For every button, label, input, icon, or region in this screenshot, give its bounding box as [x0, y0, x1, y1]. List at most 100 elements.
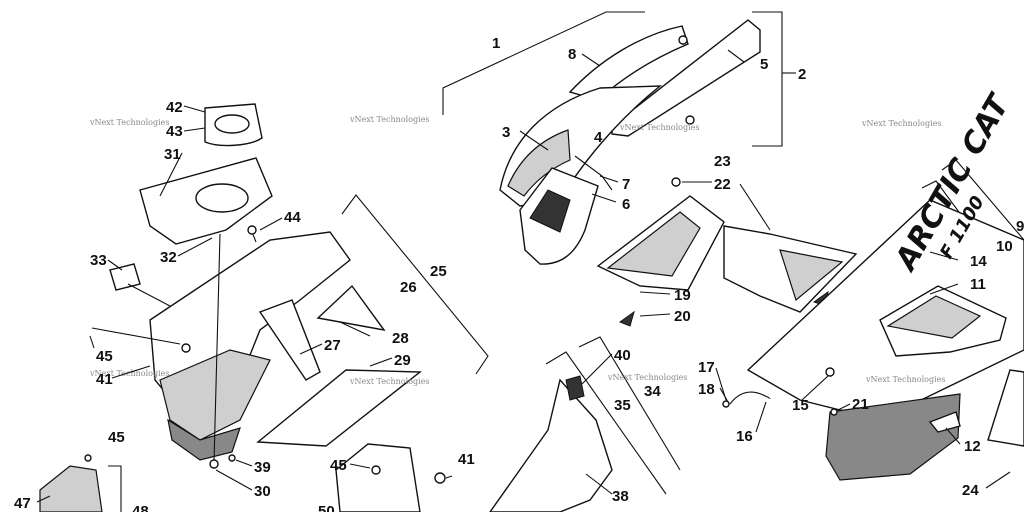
watermark-7: vNext Technologies	[607, 373, 687, 382]
callout-18: 18	[698, 381, 715, 398]
part-40-clip	[565, 375, 585, 401]
part-38-panel	[489, 378, 613, 512]
fastener-hood-right	[685, 115, 695, 125]
leader-19	[639, 291, 671, 295]
callout-43: 43	[166, 123, 183, 140]
part-19-vent-mesh	[606, 211, 701, 277]
leader-29	[369, 357, 393, 367]
callout-11: 11	[970, 276, 986, 293]
callout-20: 20	[674, 308, 691, 325]
callout-42: 42	[166, 99, 183, 116]
part-24-lower-panel	[825, 393, 961, 481]
lower-center-parts	[335, 375, 613, 512]
part-3-shade	[507, 129, 571, 197]
fastener-45-mid	[371, 465, 381, 475]
callout-40: 40	[614, 347, 631, 364]
part-26-base	[167, 418, 241, 461]
leader-38	[585, 473, 613, 495]
callout-26: 26	[400, 279, 417, 296]
part-43-ring	[214, 114, 250, 134]
leader-20	[639, 313, 671, 317]
callout-19: 19	[674, 287, 691, 304]
fastener-15	[825, 367, 835, 377]
leader-21	[837, 403, 851, 411]
leader-28	[339, 321, 371, 337]
leader-33-b	[127, 283, 171, 307]
fastener-23	[671, 177, 681, 187]
callout-33: 33	[90, 252, 107, 269]
callout-21: 21	[852, 396, 869, 413]
callout-23: 23	[714, 153, 731, 170]
callout-29: 29	[394, 352, 411, 369]
fastener-30	[209, 459, 219, 469]
callout-12: 12	[964, 438, 981, 455]
callout-41-right: 41	[458, 451, 475, 468]
callout-6: 6	[622, 196, 630, 213]
leader-16	[755, 401, 767, 433]
fastener-39	[228, 454, 236, 462]
leader-41-b	[445, 475, 453, 479]
watermarks: vNext Technologies vNext Technologies vN…	[89, 115, 945, 386]
part-41-grommet	[434, 472, 446, 484]
part-8-trim	[568, 25, 689, 101]
callout-45-mid: 45	[330, 457, 347, 474]
callout-31: 31	[164, 146, 181, 163]
callout-48: 48	[132, 503, 149, 512]
callout-38: 38	[612, 488, 629, 505]
callout-2: 2	[798, 66, 806, 83]
bracket-25	[341, 194, 489, 375]
leader-5	[727, 49, 745, 63]
leader-45-c	[349, 463, 371, 469]
fastener-45-lower	[84, 454, 92, 462]
callout-22: 22	[714, 176, 731, 193]
hood-assembly	[499, 19, 761, 265]
watermark-6: vNext Technologies	[349, 377, 429, 386]
leader-8	[581, 53, 601, 67]
fastener-21	[830, 408, 838, 416]
watermark-1: vNext Technologies	[89, 118, 169, 127]
part-11-vent-shade	[886, 295, 982, 339]
watermark-3: vNext Technologies	[619, 123, 699, 132]
bolt-45-left	[91, 327, 181, 345]
part-left-cover	[335, 443, 421, 512]
part-26-lower	[159, 349, 271, 441]
leader-42	[183, 105, 206, 113]
watermark-2: vNext Technologies	[349, 115, 429, 124]
part-29-skid	[256, 369, 422, 447]
callout-14: 14	[970, 253, 987, 270]
part-27-strut	[258, 299, 321, 381]
assembly-brackets	[108, 11, 1024, 512]
callout-16: 16	[736, 428, 753, 445]
callout-30: 30	[254, 483, 271, 500]
cable-30	[213, 233, 221, 463]
part-10-side-panel	[746, 199, 1024, 421]
leader-lines	[36, 49, 1011, 503]
leader-32	[177, 237, 213, 257]
part-7-edge	[574, 155, 613, 191]
cable-16-18	[729, 391, 771, 405]
callout-5: 5	[760, 56, 768, 73]
bracket-35	[578, 336, 681, 471]
callout-34: 34	[644, 383, 661, 400]
leader-39	[235, 459, 253, 467]
part-12-plate	[928, 411, 961, 433]
leader-7	[599, 175, 619, 183]
lower-left-parts	[39, 454, 103, 512]
watermark-4: vNext Technologies	[861, 119, 941, 128]
leader-45-a	[89, 335, 95, 349]
part-31-opening	[195, 183, 249, 213]
fastener-hood-top	[678, 35, 688, 45]
bracket-48	[108, 465, 122, 512]
callout-47: 47	[14, 495, 31, 512]
leader-18	[719, 387, 729, 403]
leader-40	[581, 353, 613, 385]
leader-12	[945, 427, 961, 445]
callout-8: 8	[568, 46, 576, 63]
leader-31	[159, 152, 183, 197]
leader-41-a	[111, 365, 151, 379]
bracket-34	[545, 351, 667, 495]
callout-32: 32	[160, 249, 177, 266]
callout-28: 28	[392, 330, 409, 347]
callout-50: 50	[318, 503, 335, 512]
